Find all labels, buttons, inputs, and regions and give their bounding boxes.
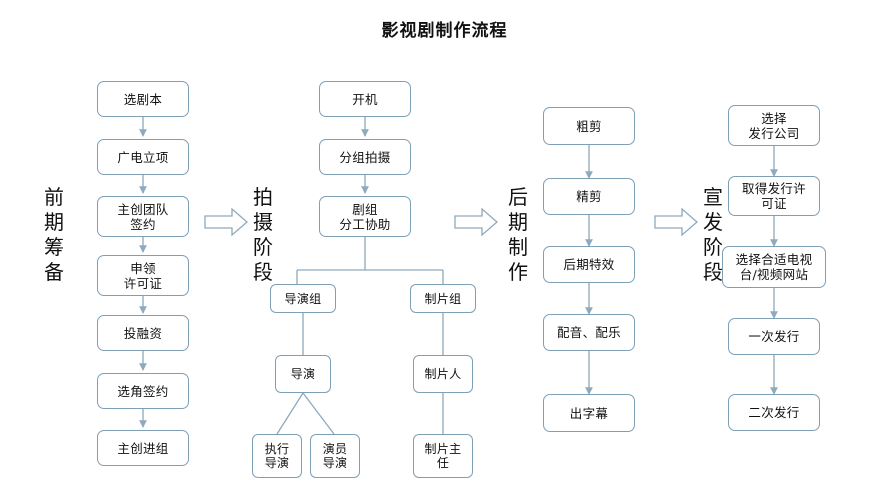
- node-label: 制片组: [424, 291, 462, 306]
- node-label-line1: 取得发行许: [741, 181, 806, 196]
- node-label-line2: 任: [436, 456, 450, 470]
- node-label: 广电立项: [117, 149, 169, 165]
- node-label-line1: 剧组: [352, 201, 378, 217]
- link-s6-s8: [276, 392, 304, 435]
- stage-label-pre-production: 前 期 筹 备: [41, 185, 67, 285]
- node-label: 主创进组: [117, 440, 169, 456]
- node-label: 粗剪: [576, 118, 602, 134]
- stage-label-char: 前: [44, 185, 64, 209]
- node-label-line1: 制片主: [424, 442, 462, 456]
- stage-label-char: 宣: [703, 185, 723, 209]
- node-label: 精剪: [576, 189, 602, 204]
- stage-label-char: 阶: [703, 235, 723, 259]
- node-label-line2: 许可证: [123, 275, 163, 291]
- node-label: 后期特效: [563, 257, 615, 272]
- stage-label-char: 拍: [253, 185, 273, 209]
- node-second-release[interactable]: 二次发行: [728, 394, 820, 431]
- stage-label-char: 发: [703, 210, 723, 234]
- node-select-script[interactable]: 选剧本: [97, 81, 189, 117]
- node-production-manager[interactable]: 制片主 任: [413, 434, 473, 478]
- node-start-shooting[interactable]: 开机: [319, 81, 411, 117]
- stage-label-post-production: 后 期 制 作: [505, 185, 531, 285]
- node-label-line1: 执行: [264, 442, 290, 456]
- node-core-team-joins[interactable]: 主创进组: [97, 430, 189, 466]
- node-first-release[interactable]: 一次发行: [728, 318, 820, 355]
- node-director-group[interactable]: 导演组: [270, 284, 336, 313]
- node-casting-contract[interactable]: 选角签约: [97, 373, 189, 409]
- node-label-line2: 导演: [264, 456, 290, 470]
- stage-label-char: 期: [508, 210, 528, 234]
- stage-label-char: 段: [703, 260, 723, 284]
- node-executive-director[interactable]: 执行 导演: [252, 434, 302, 478]
- node-label: 二次发行: [748, 405, 800, 420]
- node-label: 开机: [352, 91, 378, 107]
- node-label-line1: 选择合适电视: [735, 252, 813, 267]
- stage-arrow-shooting-to-post: [454, 207, 498, 237]
- stage-arrow-pre-to-shooting: [204, 207, 248, 237]
- node-label: 配音、配乐: [556, 325, 621, 340]
- node-label-line1: 选择: [761, 110, 787, 126]
- node-sarft-filing[interactable]: 广电立项: [97, 139, 189, 175]
- node-core-team-contract[interactable]: 主创团队 签约: [97, 196, 189, 237]
- node-group-shooting[interactable]: 分组拍摄: [319, 139, 411, 175]
- node-label: 导演: [290, 367, 316, 381]
- stage-label-distribution: 宣 发 阶 段: [700, 185, 726, 285]
- node-label: 出字幕: [569, 405, 609, 421]
- node-dubbing-scoring[interactable]: 配音、配乐: [543, 314, 635, 351]
- node-label: 导演组: [284, 291, 322, 306]
- node-actor-director[interactable]: 演员 导演: [310, 434, 360, 478]
- node-producer[interactable]: 制片人: [413, 355, 473, 393]
- stage-label-char: 筹: [44, 235, 64, 259]
- stage-label-char: 备: [44, 260, 64, 284]
- node-label: 投融资: [123, 325, 163, 341]
- stage-label-shooting: 拍 摄 阶 段: [250, 185, 276, 285]
- stage-arrow-post-to-distribution: [654, 207, 698, 237]
- node-label-line2: 可证: [761, 196, 787, 211]
- stage-label-char: 阶: [253, 235, 273, 259]
- link-s6-s9: [302, 392, 335, 435]
- stage-label-char: 后: [508, 185, 528, 209]
- node-rough-cut[interactable]: 粗剪: [543, 107, 635, 145]
- stage-label-char: 摄: [253, 210, 273, 234]
- node-crew-division[interactable]: 剧组 分工协助: [319, 196, 411, 237]
- stage-label-char: 制: [508, 235, 528, 259]
- node-director[interactable]: 导演: [275, 355, 331, 393]
- node-label-line2: 发行公司: [748, 125, 800, 141]
- node-label: 一次发行: [748, 329, 800, 344]
- node-label: 制片人: [424, 367, 462, 381]
- node-label-line1: 演员: [322, 442, 348, 456]
- node-label-line2: 签约: [130, 216, 156, 232]
- node-label-line2: 导演: [322, 456, 348, 470]
- stage-label-char: 期: [44, 210, 64, 234]
- node-choose-distributor[interactable]: 选择 发行公司: [728, 105, 820, 146]
- node-label-line2: 台/视频网站: [739, 267, 809, 282]
- stage-label-char: 段: [253, 260, 273, 284]
- node-label-line2: 分工协助: [339, 216, 391, 232]
- page-title: 影视剧制作流程: [381, 21, 508, 41]
- node-label: 选剧本: [123, 91, 163, 107]
- node-vfx[interactable]: 后期特效: [543, 246, 635, 283]
- node-fine-cut[interactable]: 精剪: [543, 178, 635, 215]
- node-producer-group[interactable]: 制片组: [410, 284, 476, 313]
- node-label-line1: 申领: [130, 260, 156, 276]
- node-label: 选角签约: [117, 383, 169, 399]
- node-label: 分组拍摄: [339, 149, 391, 165]
- node-subtitles[interactable]: 出字幕: [543, 394, 635, 432]
- node-obtain-distribution-permit[interactable]: 取得发行许 可证: [728, 176, 820, 216]
- node-label-line1: 主创团队: [117, 201, 169, 217]
- node-financing[interactable]: 投融资: [97, 315, 189, 351]
- node-choose-channel[interactable]: 选择合适电视 台/视频网站: [722, 246, 826, 288]
- node-apply-permit[interactable]: 申领 许可证: [97, 255, 189, 296]
- stage-label-char: 作: [508, 260, 528, 284]
